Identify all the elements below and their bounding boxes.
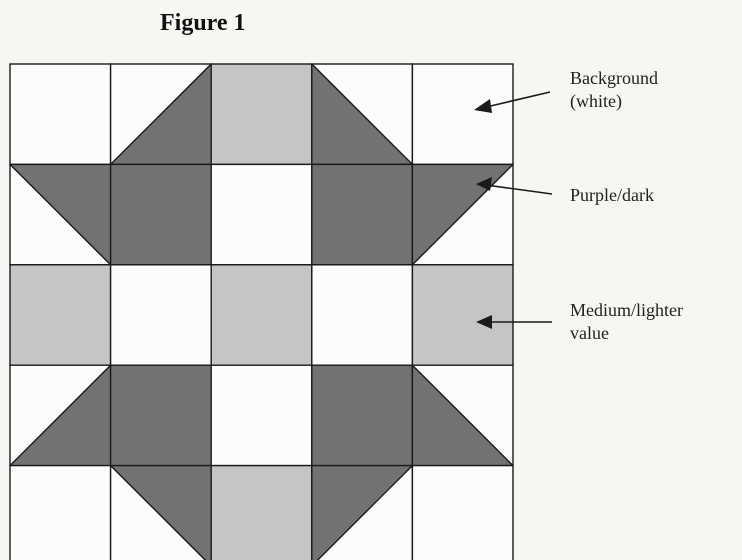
label-medium-line2: value xyxy=(570,323,609,343)
label-medium: Medium/lighter value xyxy=(570,299,683,345)
label-dark-line1: Purple/dark xyxy=(570,185,654,205)
quilt-cell-r1-c5 xyxy=(411,63,514,166)
quilt-cell-r4-c2 xyxy=(109,364,212,467)
quilt-cell-r3-c2 xyxy=(109,264,212,366)
quilt-cell-r1-c1 xyxy=(9,63,112,166)
quilt-cell-r1-c4 xyxy=(311,63,414,166)
label-medium-line1: Medium/lighter xyxy=(570,300,683,320)
quilt-cell-r4-c4 xyxy=(311,364,414,467)
quilt-block xyxy=(9,63,514,560)
arrow-dark xyxy=(476,177,553,195)
quilt-cell-r5-c3 xyxy=(210,464,313,560)
figure-title: Figure 1 xyxy=(160,10,246,36)
quilt-cell-r4-c1 xyxy=(9,364,112,467)
label-background-line1: Background xyxy=(570,68,658,88)
quilt-cell-r2-c2 xyxy=(109,163,212,266)
quilt-cell-r5-c2 xyxy=(109,464,212,560)
quilt-cell-r2-c4 xyxy=(311,163,414,266)
quilt-cell-r5-c1 xyxy=(9,464,112,560)
quilt-cell-r5-c4 xyxy=(311,464,414,560)
quilt-cell-r1-c2 xyxy=(109,63,212,166)
quilt-cell-r2-c5 xyxy=(411,163,514,266)
quilt-cell-r1-c3 xyxy=(210,63,313,166)
quilt-cell-r3-c3 xyxy=(210,264,313,366)
label-dark: Purple/dark xyxy=(570,184,654,207)
arrow-background xyxy=(474,91,551,113)
quilt-cell-r3-c1 xyxy=(9,264,112,366)
quilt-cell-r4-c5 xyxy=(411,364,514,467)
quilt-cell-r3-c5 xyxy=(411,264,514,366)
quilt-cell-r4-c3 xyxy=(210,364,313,467)
quilt-cell-r2-c1 xyxy=(9,163,112,266)
label-background-line2: (white) xyxy=(570,91,622,111)
quilt-cell-r3-c4 xyxy=(311,264,414,366)
arrows xyxy=(474,91,553,329)
quilt-cell-r2-c3 xyxy=(210,163,313,266)
arrow-medium xyxy=(476,315,552,329)
quilt-cell-r5-c5 xyxy=(411,464,514,560)
label-background: Background (white) xyxy=(570,67,658,113)
